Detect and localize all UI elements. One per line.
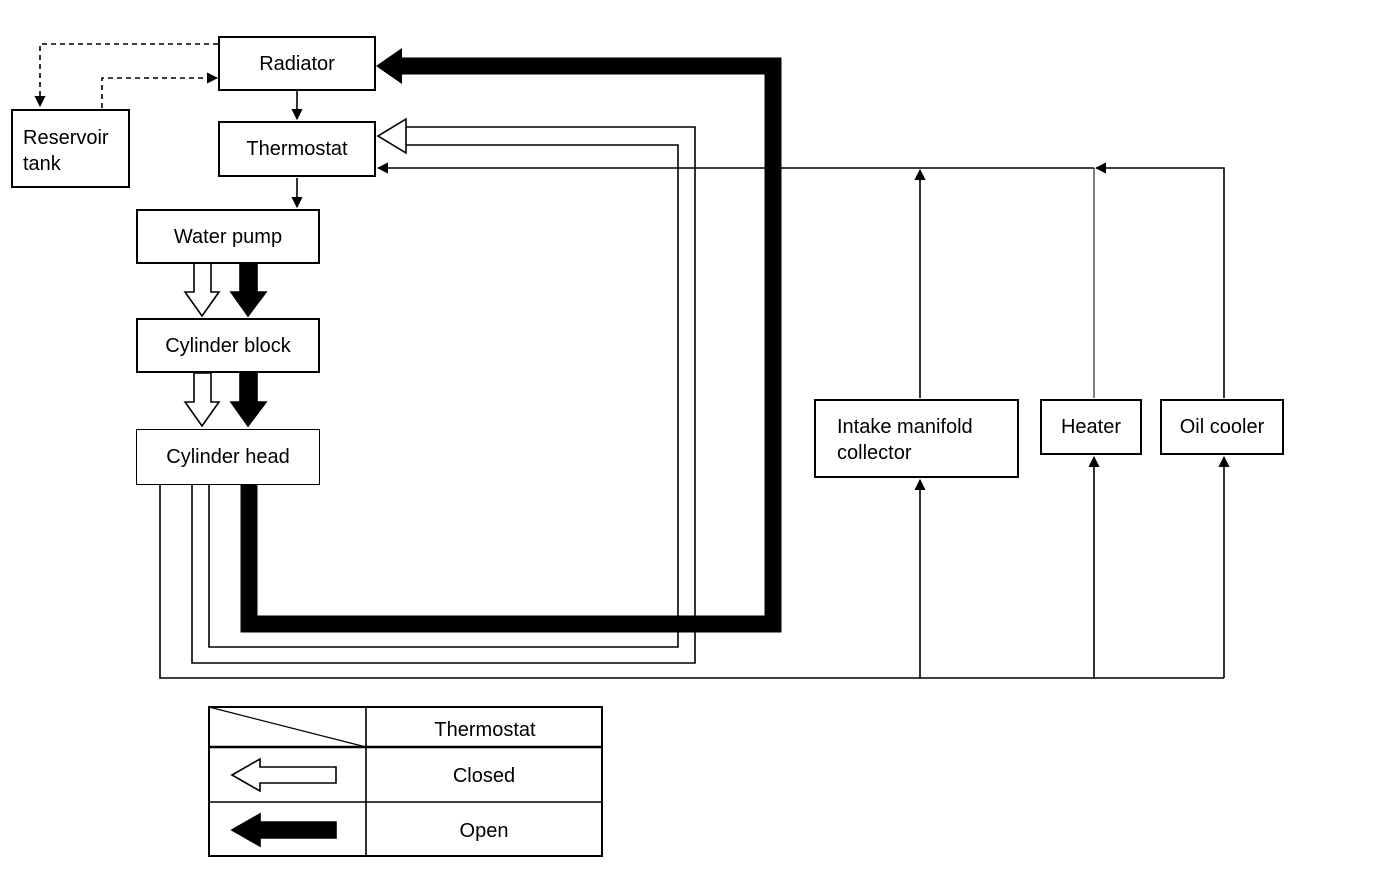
water-pump-to-block-hollow-arrow bbox=[183, 262, 221, 318]
cylinder-head-box: Cylinder head bbox=[136, 429, 320, 485]
intake-manifold-label-line2: collector bbox=[837, 442, 912, 464]
thermostat-box: Thermostat bbox=[218, 121, 376, 177]
block-to-head-hollow-arrow bbox=[183, 372, 221, 428]
water-pump-box: Water pump bbox=[136, 209, 320, 264]
legend-open-solid-arrow-icon bbox=[230, 812, 337, 848]
cylinder-block-label: Cylinder block bbox=[165, 334, 291, 357]
closed-thermostat-flow-path-outer bbox=[191, 126, 696, 664]
heater-label: Heater bbox=[1060, 416, 1122, 438]
closed-thermostat-flow-arrowhead bbox=[376, 117, 407, 155]
reservoir-tank-box: Reservoir tank bbox=[11, 109, 130, 188]
open-thermostat-flow-path bbox=[240, 57, 782, 633]
closed-thermostat-flow-path-inner bbox=[208, 144, 679, 648]
reservoir-tank-label-line1: Reservoir bbox=[23, 127, 109, 149]
intake-manifold-label-line1: Intake manifold bbox=[837, 416, 973, 438]
water-pump-to-block-solid-arrow bbox=[229, 262, 268, 318]
auxiliary-supply-line bbox=[159, 484, 1224, 679]
legend-header-label: Thermostat bbox=[434, 719, 536, 741]
radiator-label: Radiator bbox=[259, 52, 335, 75]
legend-open-label: Open bbox=[460, 820, 509, 842]
radiator-box: Radiator bbox=[218, 36, 376, 91]
cylinder-block-box: Cylinder block bbox=[136, 318, 320, 373]
radiator-to-reservoir-dashed-line bbox=[34, 43, 218, 108]
heater-box: Heater bbox=[1040, 399, 1142, 455]
oil-cooler-label: Oil cooler bbox=[1179, 416, 1265, 438]
oil-cooler-box: Oil cooler bbox=[1160, 399, 1284, 455]
thermostat-label: Thermostat bbox=[246, 138, 348, 160]
reservoir-to-radiator-dashed-line bbox=[101, 72, 219, 108]
legend-closed-label: Closed bbox=[453, 765, 515, 787]
oil-cooler-return-line bbox=[1094, 162, 1225, 398]
block-to-head-solid-arrow bbox=[229, 372, 268, 428]
open-thermostat-flow-arrowhead bbox=[376, 48, 402, 84]
legend-header-diagonal bbox=[208, 706, 367, 748]
legend-table: Thermostat Closed Open bbox=[208, 706, 603, 857]
intake-manifold-collector-box: Intake manifold collector bbox=[814, 399, 1019, 478]
cylinder-head-label: Cylinder head bbox=[166, 446, 290, 468]
legend-closed-hollow-arrow-icon bbox=[230, 757, 337, 793]
reservoir-tank-label-line2: tank bbox=[23, 153, 61, 175]
water-pump-label: Water pump bbox=[173, 225, 283, 248]
